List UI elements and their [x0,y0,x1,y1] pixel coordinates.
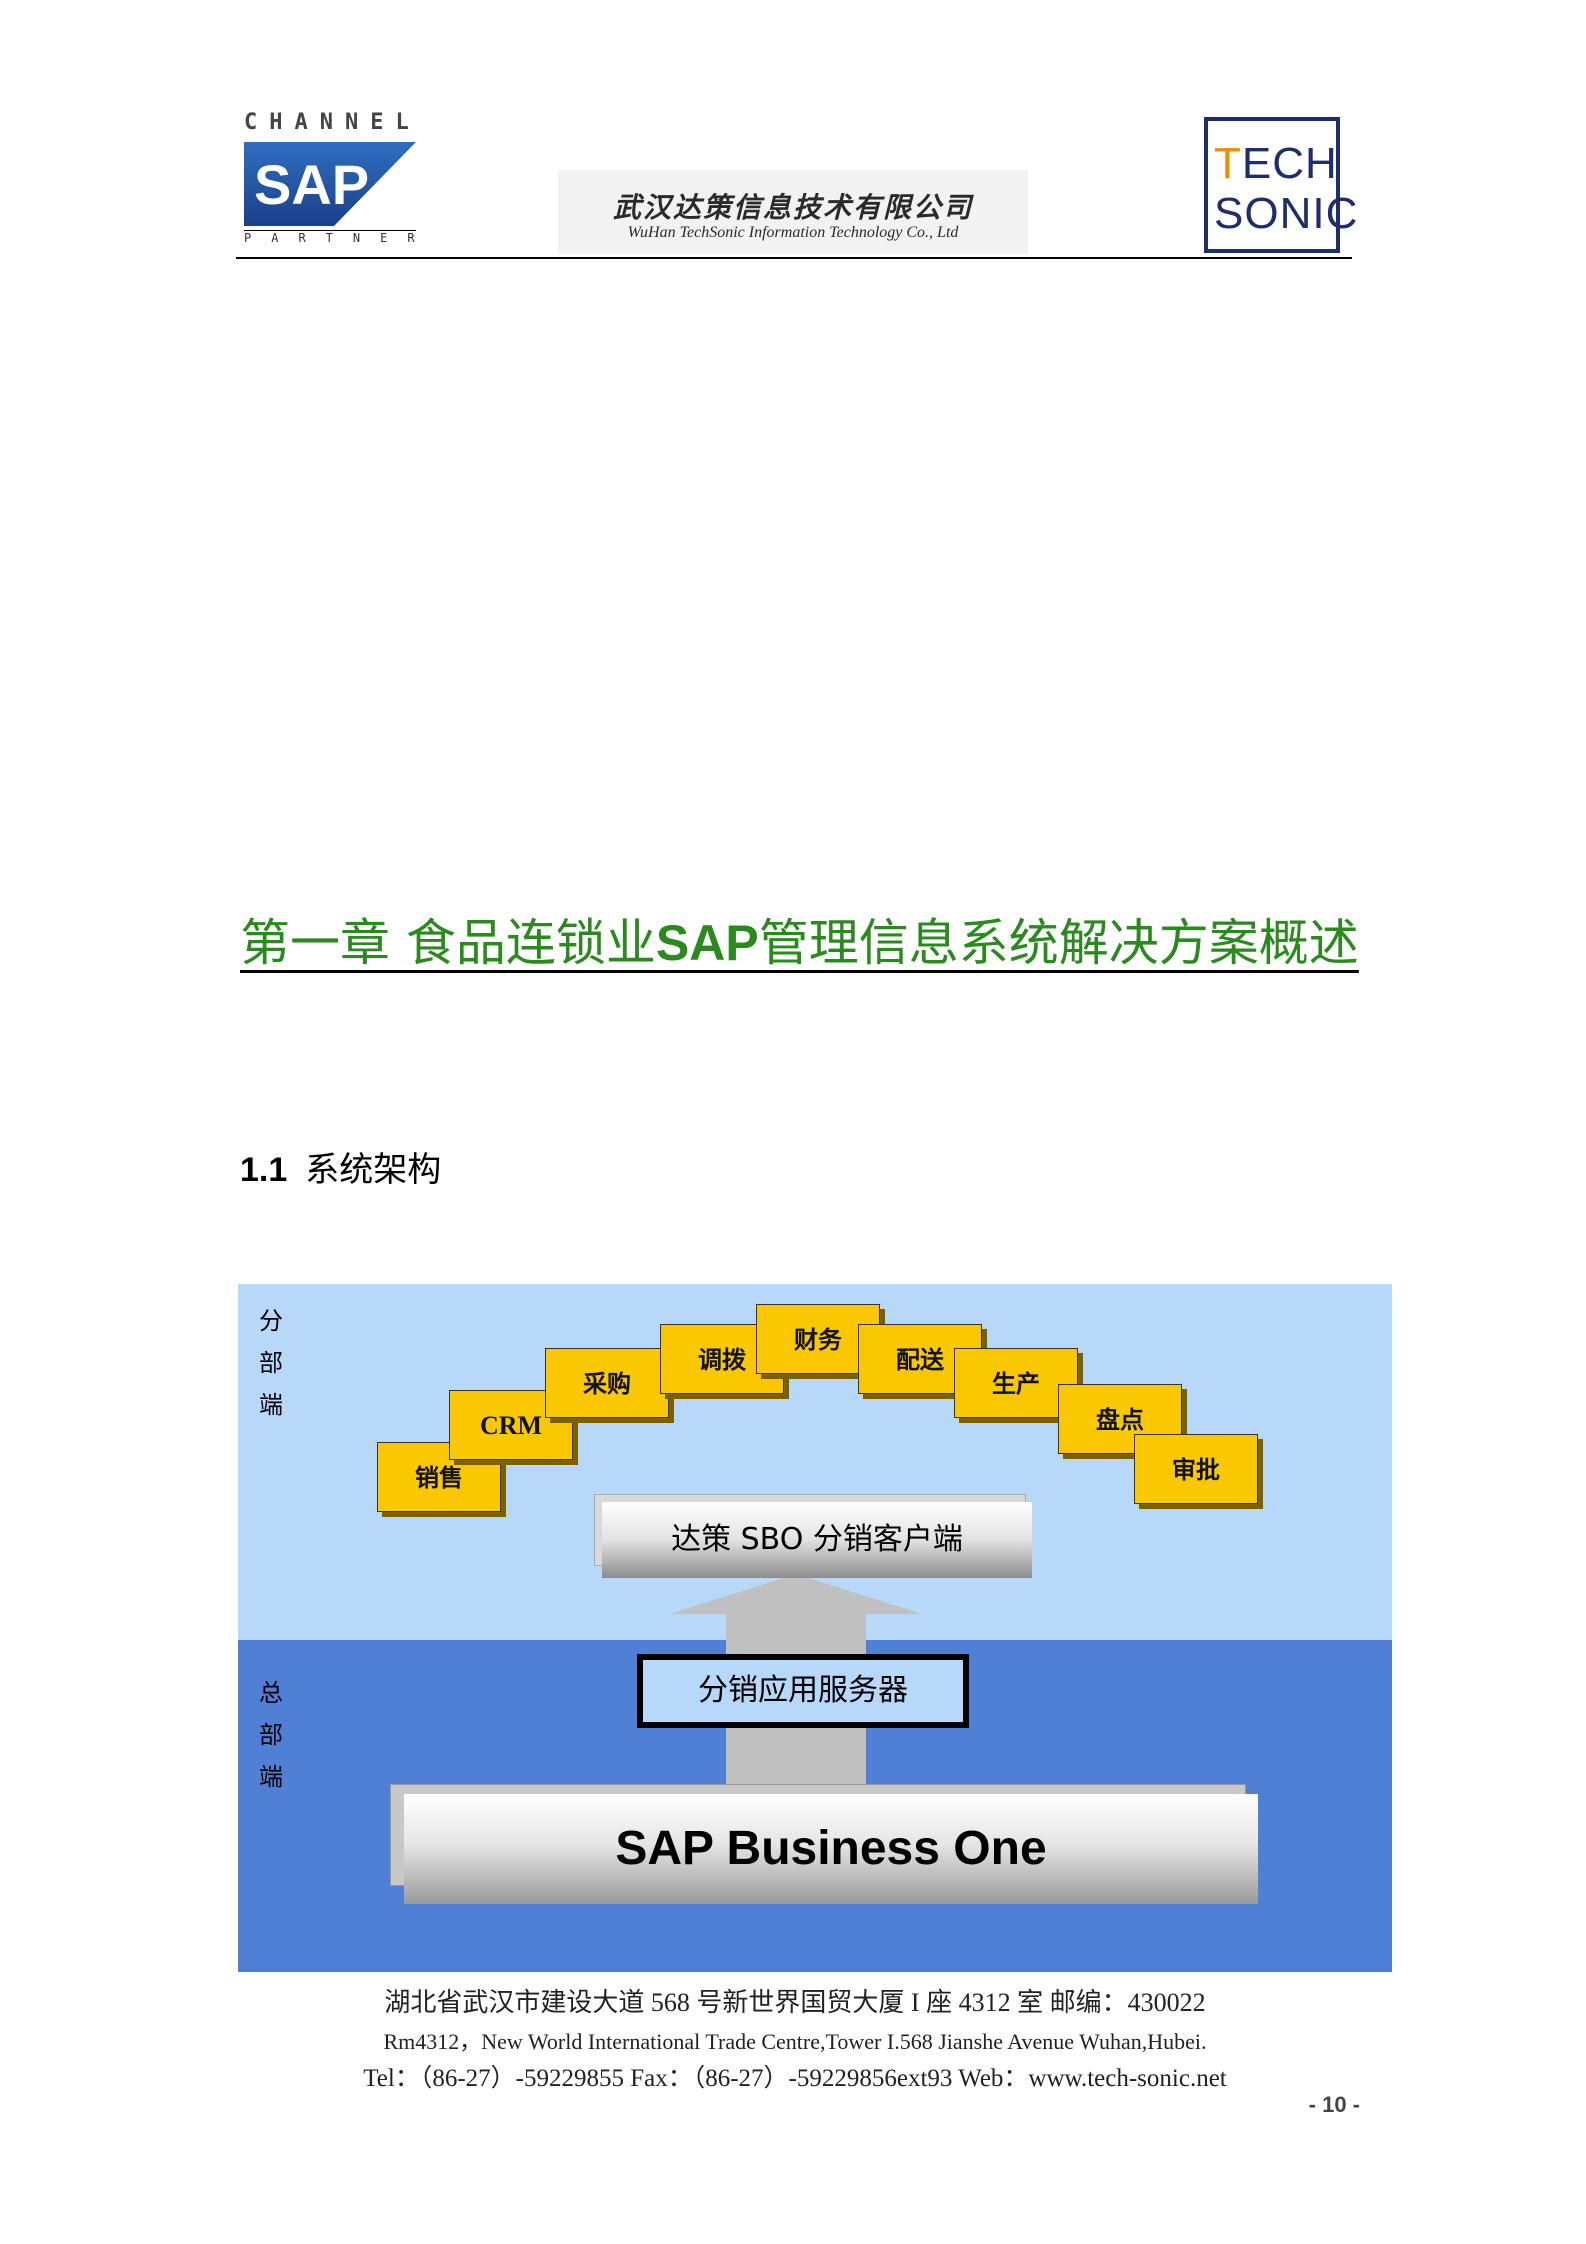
logo-channel-text: CHANNEL [244,110,421,135]
page-number: - 10 - [1308,2092,1360,2117]
module-approval: 审批 [1134,1434,1258,1504]
module-crm: CRM [449,1390,573,1460]
branch-tier-label: 分部端 [259,1307,283,1419]
hq-tier-label: 总部端 [259,1679,283,1791]
sap-logo-text: SAP [254,153,369,216]
section-title: 系统架构 [305,1150,442,1190]
sap-box-label: SAP Business One [404,1794,1258,1904]
section-number: 1.1 [240,1151,288,1189]
footer-address-en: Rm4312，New World International Trade Cen… [383,2029,1207,2054]
sap-business-one-box: SAP Business One [390,1784,1258,1904]
company-name-en: WuHan TechSonic Information Technology C… [627,224,959,241]
module-stocktake: 盘点 [1058,1384,1182,1454]
company-banner: 武汉达策信息技术有限公司 WuHan TechSonic Information… [558,170,1028,254]
module-production: 生产 [954,1348,1078,1418]
techsonic-logo: TECH SONIC [1204,117,1359,253]
header-divider [236,257,1352,259]
architecture-diagram: 分部端 总部端 销售 CRM 采购 调拨 财务 配送 生产 盘点 审批 达策 S… [238,1284,1392,1972]
company-name-cn: 武汉达策信息技术有限公司 [612,191,973,224]
chapter-title: 第一章 食品连锁业SAP管理信息系统解决方案概述 [240,914,1359,972]
techsonic-logo-line1: TECH [1214,139,1338,188]
techsonic-logo-line2: SONIC [1214,189,1359,238]
footer-address-cn: 湖北省武汉市建设大道 568 号新世界国贸大厦 I 座 4312 室 邮编：43… [384,1988,1206,2017]
sap-logo-mark: SAP [244,142,416,226]
logo-partner-text: PARTNER [244,230,435,245]
module-purchasing: 采购 [545,1348,669,1418]
sap-channel-partner-logo: CHANNEL SAP PARTNER [244,110,416,252]
sbo-client-box: 达策 SBO 分销客户端 [594,1494,1032,1578]
section-heading: 1.1 系统架构 [240,1148,840,1192]
application-server-box: 分销应用服务器 [637,1654,969,1728]
footer-contact: Tel：（86-27）-59229855 Fax：（86-27）-5922985… [363,2065,1227,2092]
client-box-label: 达策 SBO 分销客户端 [602,1502,1032,1578]
